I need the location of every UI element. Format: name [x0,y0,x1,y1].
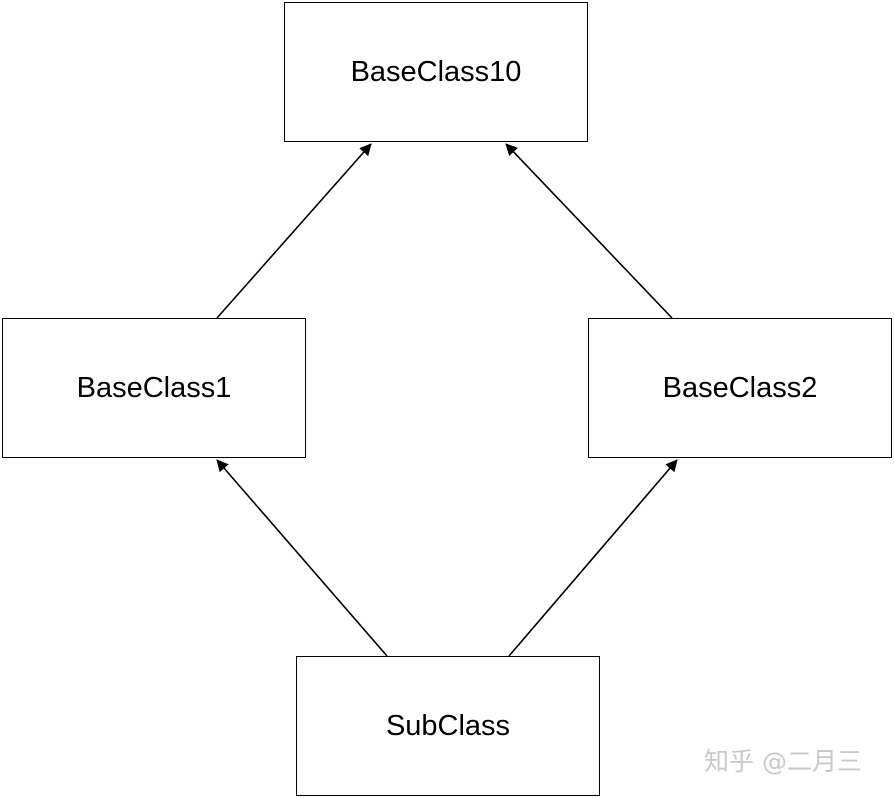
watermark: 知乎 @二月三 [704,747,862,776]
arrow-baseclass2-to-baseclass10 [505,143,673,319]
node-label: BaseClass2 [662,371,818,404]
node-baseclass1: BaseClass1 [2,318,306,458]
node-subclass: SubClass [296,656,600,796]
node-label: SubClass [385,709,511,742]
node-label: BaseClass1 [76,371,232,404]
arrow-subclass-to-baseclass1 [216,459,388,657]
node-label: BaseClass10 [350,55,522,88]
node-baseclass2: BaseClass2 [588,318,892,458]
arrow-baseclass1-to-baseclass10 [216,143,372,319]
arrow-subclass-to-baseclass2 [508,459,678,657]
node-baseclass10: BaseClass10 [284,2,588,142]
